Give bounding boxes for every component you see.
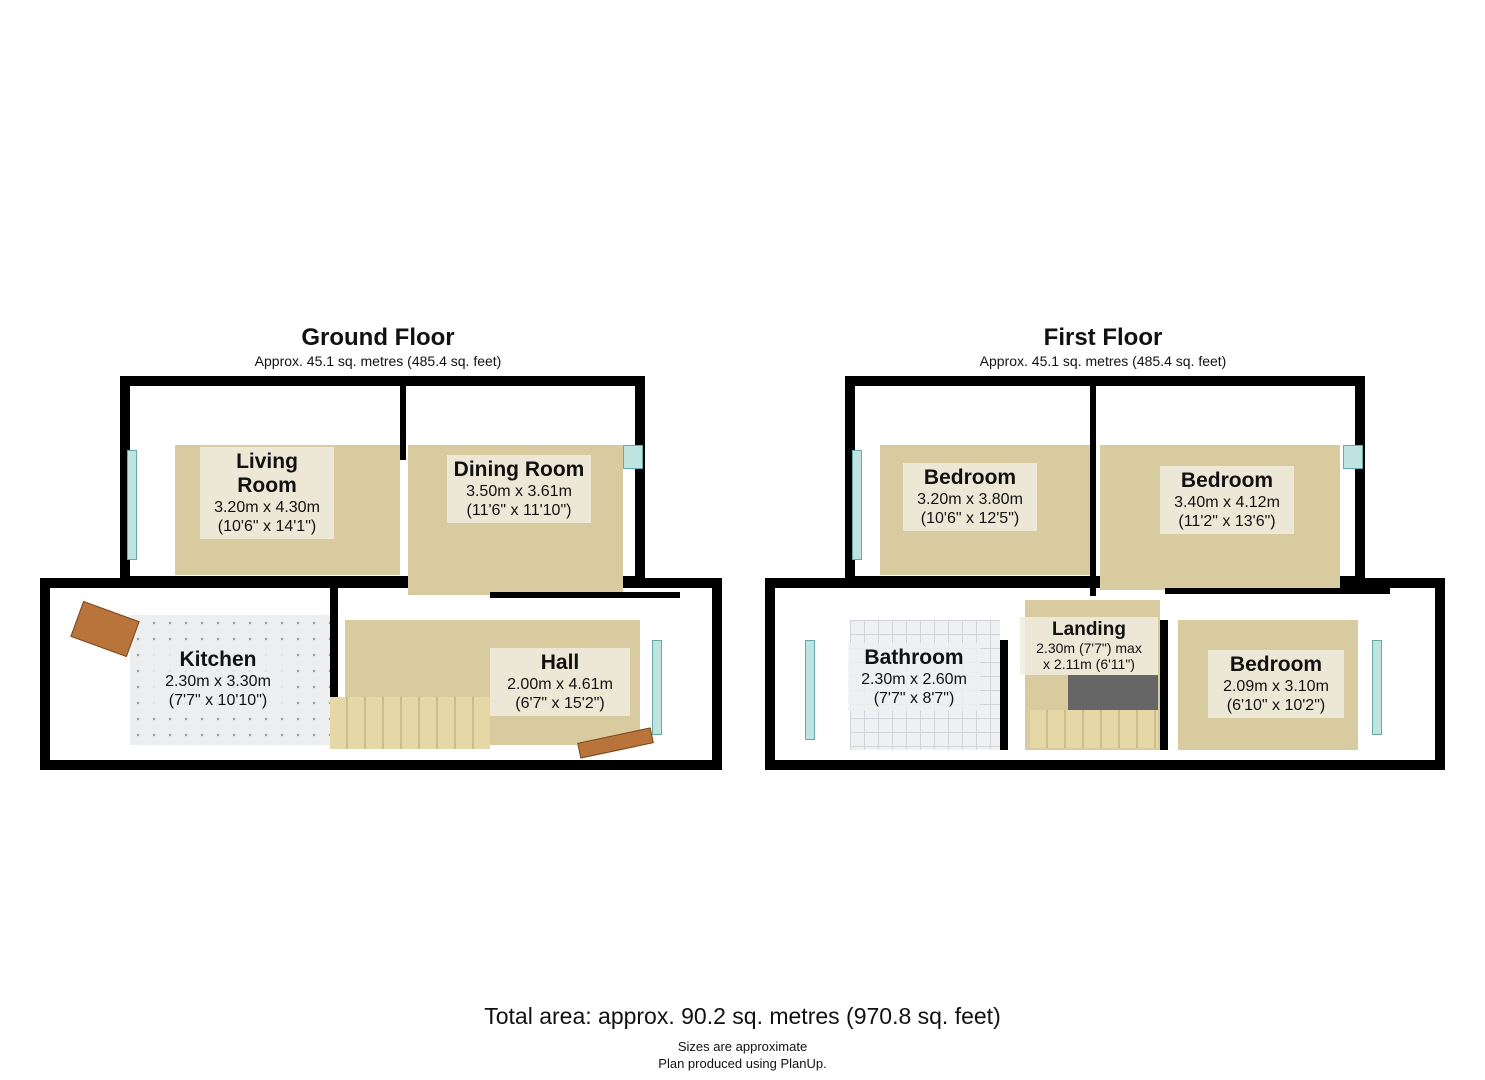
ground-floor-title: Ground Floor (301, 324, 455, 351)
total-area: Total area: approx. 90.2 sq. metres (970… (484, 1003, 1001, 1029)
wall (330, 585, 338, 745)
window (1343, 445, 1363, 469)
window (805, 640, 815, 740)
first-floor-title: First Floor (1043, 324, 1163, 351)
wall (1165, 588, 1390, 594)
staircase (1030, 710, 1158, 748)
window (127, 450, 137, 560)
wall (490, 592, 680, 598)
window (1372, 640, 1382, 735)
sizes-note: Sizes are approximate (677, 1039, 808, 1054)
window (623, 445, 643, 469)
first-floor-area: Approx. 45.1 sq. metres (485.4 sq. feet) (979, 353, 1227, 369)
room-label-bedroom-1: Bedroom 3.20m x 3.80m(10'6" x 12'5") (903, 463, 1037, 531)
ground-floor-area: Approx. 45.1 sq. metres (485.4 sq. feet) (254, 353, 502, 369)
window (652, 640, 662, 735)
room-label-hall: Hall 2.00m x 4.61m(6'7" x 15'2") (490, 648, 630, 716)
room-label-kitchen: Kitchen 2.30m x 3.30m(7'7" x 10'10") (150, 645, 286, 713)
staircase (330, 697, 490, 749)
room-label-dining-room: Dining Room 3.50m x 3.61m(11'6" x 11'10"… (447, 455, 591, 523)
stairwell-void (1068, 675, 1158, 710)
room-label-bedroom-3: Bedroom 2.09m x 3.10m(6'10" x 10'2") (1208, 650, 1344, 718)
room-label-bathroom: Bathroom 2.30m x 2.60m(7'7" x 8'7") (848, 643, 980, 711)
wall (40, 760, 720, 770)
room-label-bedroom-2: Bedroom 3.40m x 4.12m(11'2" x 13'6") (1160, 466, 1294, 534)
planup-credit: Plan produced using PlanUp. (658, 1056, 827, 1071)
wall (1090, 386, 1096, 596)
wall (1160, 620, 1168, 750)
wall (775, 578, 1005, 584)
room-label-living-room: Living Room 3.20m x 4.30m(10'6" x 14'1") (200, 447, 334, 539)
wall (400, 386, 406, 460)
window (852, 450, 862, 560)
wall (765, 760, 1445, 770)
wall (50, 578, 405, 584)
wall (1000, 640, 1008, 750)
